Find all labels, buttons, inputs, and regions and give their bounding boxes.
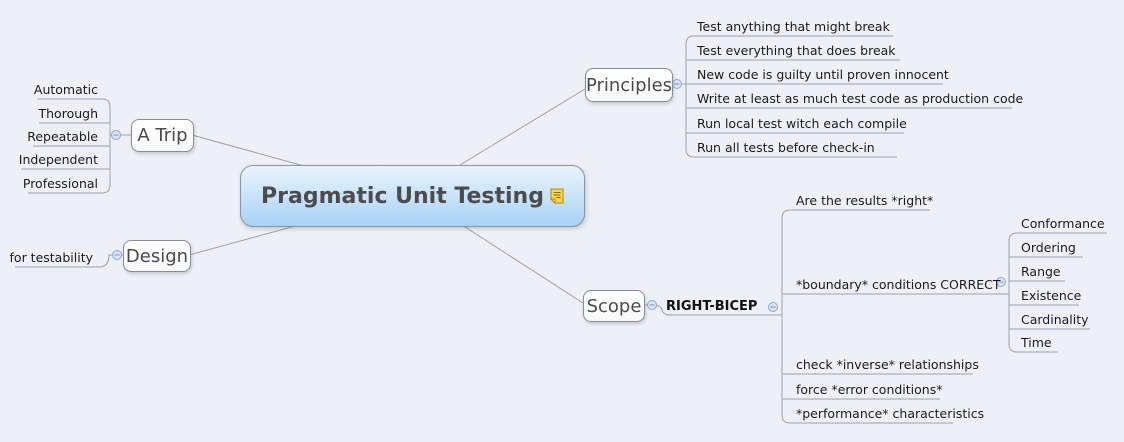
- topic-range[interactable]: Range: [1021, 264, 1061, 279]
- topic-independent[interactable]: Independent: [18, 152, 98, 167]
- connector-central-principles: [459, 88, 586, 166]
- topic-repeatable[interactable]: Repeatable: [27, 129, 98, 144]
- topic-node-principles[interactable]: Principles: [585, 68, 673, 102]
- topic-node-design[interactable]: Design: [123, 240, 191, 272]
- collapse-icon[interactable]: [996, 277, 1006, 287]
- collapse-icon[interactable]: [112, 250, 122, 260]
- topic-for-testability[interactable]: for testability: [9, 250, 93, 265]
- topic-test-anything[interactable]: Test anything that might break: [697, 19, 890, 34]
- connector-central-scope: [461, 224, 584, 304]
- collapse-icon[interactable]: [672, 79, 682, 89]
- topic-cardinality[interactable]: Cardinality: [1021, 312, 1089, 327]
- topic-label: Design: [125, 245, 189, 267]
- topic-time[interactable]: Time: [1021, 335, 1052, 350]
- connector-central-atrip: [191, 134, 305, 167]
- topic-label: A Trip: [137, 125, 188, 146]
- connector-principles-trunk: [685, 35, 897, 158]
- topic-new-code-guilty[interactable]: New code is guilty until proven innocent: [697, 67, 949, 82]
- topic-inverse[interactable]: check *inverse* relationships: [796, 357, 979, 372]
- topic-node-a-trip[interactable]: A Trip: [131, 119, 194, 152]
- connector-central-design: [188, 224, 300, 256]
- topic-conformance[interactable]: Conformance: [1021, 216, 1105, 231]
- topic-results-right[interactable]: Are the results *right*: [796, 193, 934, 208]
- connector-lines: [15, 35, 1107, 424]
- collapse-handles: [111, 79, 1006, 312]
- collapse-icon[interactable]: [111, 130, 121, 140]
- topic-automatic[interactable]: Automatic: [33, 82, 98, 97]
- central-topic[interactable]: Pragmatic Unit Testing: [240, 165, 585, 227]
- topic-run-all-tests[interactable]: Run all tests before check-in: [697, 140, 875, 155]
- connector-design-child: [15, 254, 123, 268]
- collapse-icon[interactable]: [768, 302, 778, 312]
- central-topic-label: Pragmatic Unit Testing: [261, 183, 544, 209]
- topic-run-local-test[interactable]: Run local test witch each compile: [697, 116, 907, 131]
- topic-right-bicep[interactable]: RIGHT-BICEP: [666, 299, 758, 314]
- topic-node-scope[interactable]: Scope: [583, 290, 645, 322]
- topic-write-test-code[interactable]: Write at least as much test code as prod…: [697, 91, 1024, 106]
- connector-rightbicep-trunk: [781, 209, 953, 424]
- connector-boundary-trunk: [1008, 232, 1107, 353]
- topic-error-conditions[interactable]: force *error conditions*: [796, 382, 943, 397]
- collapse-icon[interactable]: [647, 300, 657, 310]
- topic-label: Principles: [585, 74, 673, 96]
- topic-ordering[interactable]: Ordering: [1021, 240, 1076, 255]
- topic-professional[interactable]: Professional: [22, 176, 98, 191]
- topic-test-everything[interactable]: Test everything that does break: [697, 43, 896, 58]
- topic-performance[interactable]: *performance* characteristics: [796, 406, 985, 421]
- topic-thorough[interactable]: Thorough: [38, 106, 99, 121]
- note-icon[interactable]: [549, 188, 564, 204]
- topic-boundary[interactable]: *boundary* conditions CORRECT: [796, 277, 1001, 292]
- topic-label: Scope: [586, 295, 642, 317]
- topic-existence[interactable]: Existence: [1021, 288, 1082, 303]
